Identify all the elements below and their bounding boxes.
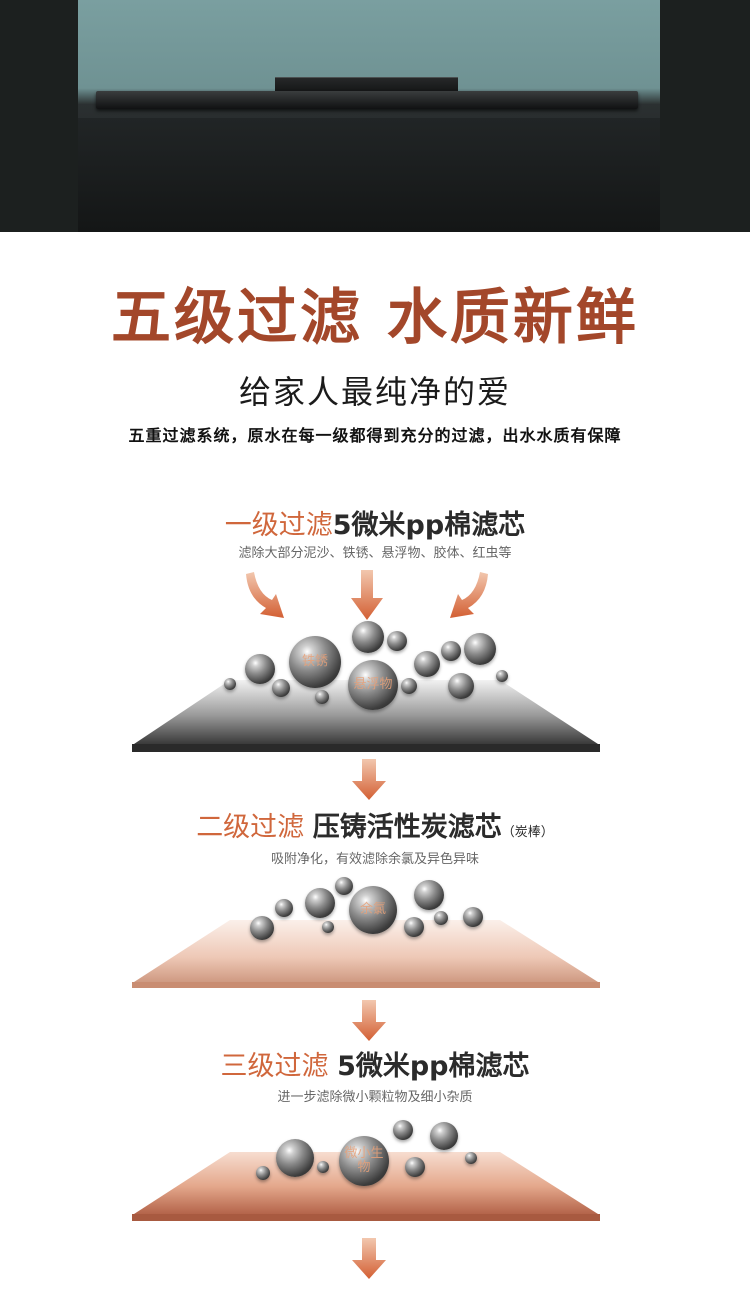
particle-bubble [465,1152,477,1164]
stage-2-title: 二级过滤 压铸活性炭滤芯（炭棒） [0,810,750,851]
hero-product-image [0,0,750,232]
particle-bubble [352,621,384,653]
particle-bubble [414,880,444,910]
particle-bubble [464,633,496,665]
stage-1-name: 5微米pp棉滤芯 [332,510,526,541]
arrow-down-icon [352,1238,386,1279]
stage-2-level: 二级过滤 [196,812,305,843]
particle-bubble [256,1166,270,1180]
particle-bubble [401,678,417,694]
stage-2-description: 吸附净化，有效滤除余氯及异色异味 [270,852,479,867]
particle-bubble [224,678,236,690]
hero-cabinet-lower [78,118,660,232]
arrow-down-icon [351,570,383,620]
stage-2-filter-plate [132,920,600,988]
particle-bubble [322,921,334,933]
particle-bubble [272,679,290,697]
headline-description: 五重过滤系统，原水在每一级都得到充分的过滤，出水水质有保障 [128,426,622,445]
stage-1-filter-plate [132,680,600,752]
particle-bubble: 铁锈 [289,636,341,688]
particle-bubble [315,690,329,704]
particle-bubble [276,1139,314,1177]
particle-bubble [387,631,407,651]
particle-bubble [463,907,483,927]
particle-bubble [275,899,293,917]
stage-3-level: 三级过滤 [220,1051,329,1082]
sub-title: 给家人最纯净的爱 [238,373,511,411]
particle-bubble [434,911,448,925]
particle-bubble [305,888,335,918]
hero-device-shelf [96,91,638,109]
particle-bubble [245,654,275,684]
particle-bubble [393,1120,413,1140]
particle-bubble: 微小生物 [339,1136,389,1186]
arrow-down-icon [352,759,386,800]
particle-bubble [441,641,461,661]
particle-bubble: 悬浮物 [348,660,398,710]
particle-bubble [405,1157,425,1177]
stage-2-note: （炭棒） [501,825,554,840]
stage-3-title: 三级过滤 5微米pp棉滤芯 [0,1049,750,1085]
arrow-down-left-icon [246,572,284,618]
particle-bubble [496,670,508,682]
stage-3-description: 进一步滤除微小颗粒物及细小杂质 [277,1090,473,1105]
particle-bubble: 余氯 [349,886,397,934]
main-title: 五级过滤 水质新鲜 [111,283,639,353]
stage-3-name: 5微米pp棉滤芯 [337,1051,530,1082]
particle-bubble [414,651,440,677]
stage-1-title: 一级过滤5微米pp棉滤芯 [0,508,750,544]
arrow-down-right-icon [450,572,488,618]
particle-bubble [430,1122,458,1150]
stage-1-description: 滤除大部分泥沙、铁锈、悬浮物、胶体、红虫等 [238,546,512,561]
particle-bubble [335,877,353,895]
particle-bubble [317,1161,329,1173]
arrow-down-icon [352,1000,386,1041]
stage-1-level: 一级过滤 [224,510,333,541]
particle-bubble [250,916,274,940]
particle-bubble [448,673,474,699]
stage-2-name: 压铸活性炭滤芯 [312,812,502,843]
particle-bubble [404,917,424,937]
stage-1-arrows [246,570,488,620]
